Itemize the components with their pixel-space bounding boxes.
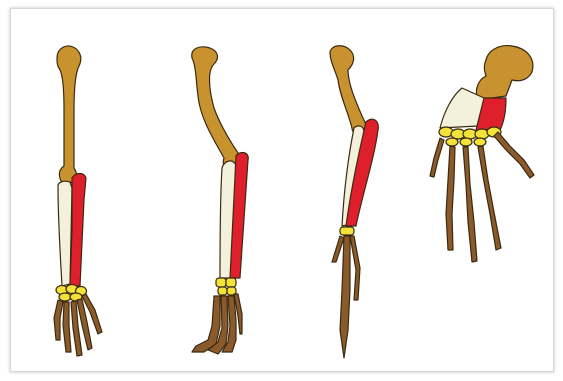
- human-radius: [70, 174, 86, 287]
- human-hand-bones: [54, 294, 102, 356]
- bird-humerus: [330, 46, 366, 134]
- human-ulna: [58, 181, 72, 286]
- cat-carpals: [216, 278, 236, 295]
- whale-carpals: [439, 127, 501, 146]
- cat-paw-bones: [192, 294, 242, 354]
- human-humerus: [57, 46, 81, 184]
- bird-digit-bones: [332, 236, 360, 358]
- human-arm-bones-icon: [54, 46, 102, 356]
- whale-flipper-bones-icon: [430, 46, 534, 262]
- bird-carpals: [340, 227, 354, 235]
- cat-foreleg-bones-icon: [192, 47, 249, 354]
- whale-humerus: [476, 46, 532, 100]
- whale-digit-bones: [430, 132, 534, 262]
- cat-humerus: [192, 47, 242, 170]
- bird-wing-bones-icon: [330, 46, 378, 358]
